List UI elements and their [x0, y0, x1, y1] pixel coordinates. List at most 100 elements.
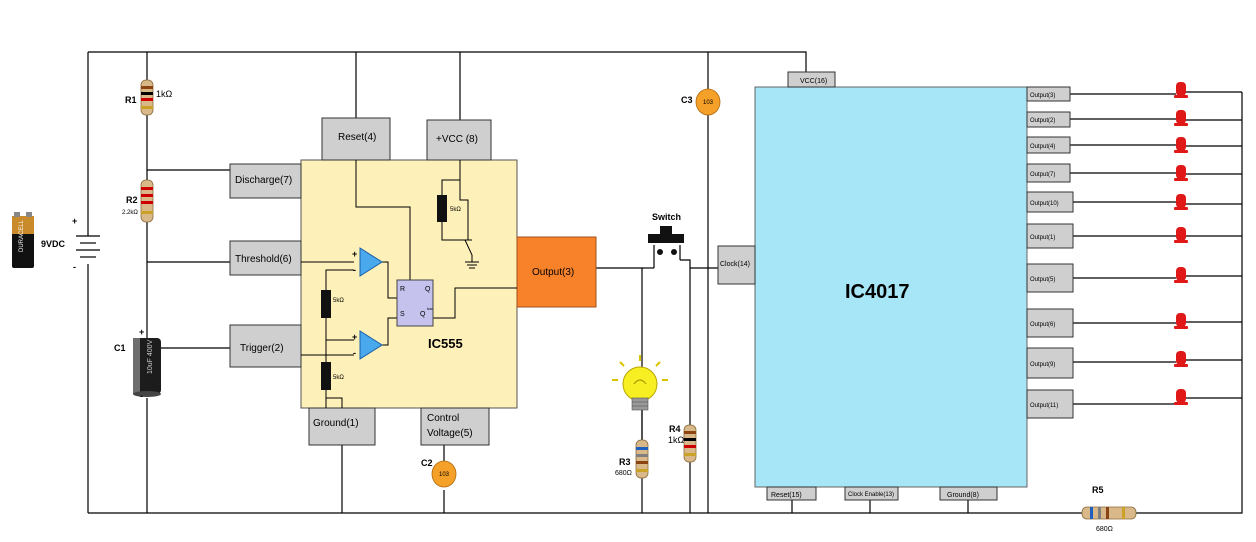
pin-output-10 — [1026, 191, 1074, 213]
output-pin-label: Output(3) — [1030, 93, 1055, 99]
ic555-r-mid-label: 5kΩ — [333, 298, 344, 304]
c2-label: C2 — [421, 458, 433, 468]
pin-output-5 — [1026, 263, 1074, 293]
pin-output-2 — [1026, 111, 1071, 128]
ic555-resistor-top — [437, 195, 447, 222]
pin-vcc-label: +VCC (8) — [436, 134, 478, 145]
pin-output-3 — [516, 236, 597, 308]
capacitor-c1: 10uF 400V C1 + - — [114, 327, 161, 401]
comparator-upper-plus: + — [352, 249, 357, 259]
pin-threshold-label: Threshold(6) — [235, 254, 292, 265]
ic4017: IC4017 VCC(16) Clock(14) Reset(15) Clock… — [717, 71, 1074, 501]
led-2 — [1174, 110, 1188, 126]
led-7 — [1174, 267, 1188, 283]
comparator-upper — [359, 247, 383, 277]
c1-minus-sign: - — [140, 391, 143, 401]
led-9 — [1174, 351, 1188, 367]
resistor-r2: R2 2.2kΩ — [122, 179, 154, 223]
pin-ground8-label: Ground(8) — [947, 492, 979, 499]
led-8 — [1174, 313, 1188, 329]
pin-trigger-label: Trigger(2) — [240, 343, 284, 354]
pin-ground-8 — [939, 486, 998, 501]
ff-r-label: R — [400, 286, 405, 293]
pin-control-label-2: Voltage(5) — [427, 428, 473, 439]
r1-label: R1 — [125, 95, 137, 105]
battery-9v: DURACELL 9VDC — [12, 212, 66, 268]
pin-ground-label: Ground(1) — [313, 418, 359, 429]
output-pin-label: Output(2) — [1030, 118, 1055, 124]
wires — [87, 51, 1243, 514]
pin-clock-enable-label: Clock Enable(13) — [848, 492, 894, 498]
comparator-lower — [359, 330, 383, 360]
pin-output-7 — [1026, 163, 1071, 183]
battery-voltage-label: 9VDC — [41, 239, 66, 249]
battery-plus-sign: + — [72, 216, 77, 226]
pin-clock-14 — [717, 245, 756, 285]
pin-output-4 — [1026, 136, 1071, 154]
ic555-r-bot-label: 5kΩ — [333, 375, 344, 381]
led-6 — [1174, 227, 1188, 243]
led-3 — [1174, 137, 1188, 153]
pin-discharge-7 — [229, 163, 302, 199]
c1-label: C1 — [114, 343, 126, 353]
led-array — [1174, 82, 1188, 405]
ic555-name: IC555 — [428, 336, 463, 351]
pin-discharge-label: Discharge(7) — [235, 175, 292, 186]
pin-reset-4 — [321, 117, 391, 161]
led-10 — [1174, 389, 1188, 405]
ic555-resistor-bottom — [321, 362, 331, 390]
ff-qbar-label: Q — [420, 311, 426, 318]
pin-trigger-2 — [229, 324, 302, 368]
led-5 — [1174, 194, 1188, 210]
c1-plus-sign: + — [139, 327, 144, 337]
r3-label: R3 — [619, 457, 631, 467]
ic555-resistor-mid — [321, 290, 331, 318]
capacitor-c2: 103 C2 — [421, 458, 457, 488]
output-pin-label: Output(10) — [1030, 201, 1059, 207]
battery-minus-sign: - — [73, 262, 76, 272]
ic555-r-top-label: 5kΩ — [450, 207, 461, 213]
ff-q-label: Q — [425, 286, 431, 293]
comparator-lower-plus: + — [352, 332, 357, 342]
push-switch: Switch — [648, 212, 684, 268]
r3-value: 680Ω — [615, 470, 632, 477]
resistor-r4: R4 1kΩ — [668, 424, 697, 463]
pin-vcc16-label: VCC(16) — [800, 78, 827, 85]
pin-clock-enable-13 — [844, 486, 899, 501]
pin-control-label-1: Control — [427, 413, 459, 424]
pin-output-6 — [1026, 308, 1074, 338]
pin-output-3 — [1026, 86, 1071, 102]
r4-label: R4 — [669, 424, 681, 434]
pin-reset-label: Reset(4) — [338, 132, 376, 143]
output-pin-label: Output(1) — [1030, 235, 1055, 241]
pin-control-voltage-5 — [420, 407, 490, 446]
resistor-r3: R3 680Ω — [615, 439, 649, 479]
battery-symbol: + - — [72, 216, 100, 272]
c3-code: 103 — [703, 100, 714, 106]
battery-brand: DURACELL — [19, 219, 25, 252]
pin-reset15-label: Reset(15) — [771, 492, 802, 499]
switch-label: Switch — [652, 212, 681, 222]
c2-body — [431, 460, 457, 488]
c2-code: 103 — [439, 472, 450, 478]
pin-threshold-6 — [229, 240, 302, 276]
led-4 — [1174, 165, 1188, 181]
bulb-icon — [612, 355, 668, 411]
r5-label: R5 — [1092, 485, 1104, 495]
r2-label: R2 — [126, 195, 138, 205]
capacitor-c3: 103 C3 — [681, 88, 721, 116]
c1-body-text: 10uF 400V — [147, 339, 154, 374]
ic4017-name: IC4017 — [845, 281, 910, 303]
pin-clock-label: Clock(14) — [720, 261, 750, 268]
resistor-r5: R5 680Ω — [1081, 485, 1137, 533]
pin-reset-15 — [766, 486, 817, 501]
output-pin-label: Output(6) — [1030, 322, 1055, 328]
r2-value: 2.2kΩ — [122, 210, 138, 216]
output-pin-label: Output(11) — [1030, 403, 1058, 409]
output-pin-label: Output(7) — [1030, 172, 1055, 178]
comparator-lower-minus: - — [353, 348, 356, 358]
ff-qbar-superscript: bar — [427, 306, 433, 311]
pin-vcc-16 — [787, 71, 836, 88]
flip-flop — [396, 279, 434, 327]
ff-s-label: S — [400, 311, 405, 318]
